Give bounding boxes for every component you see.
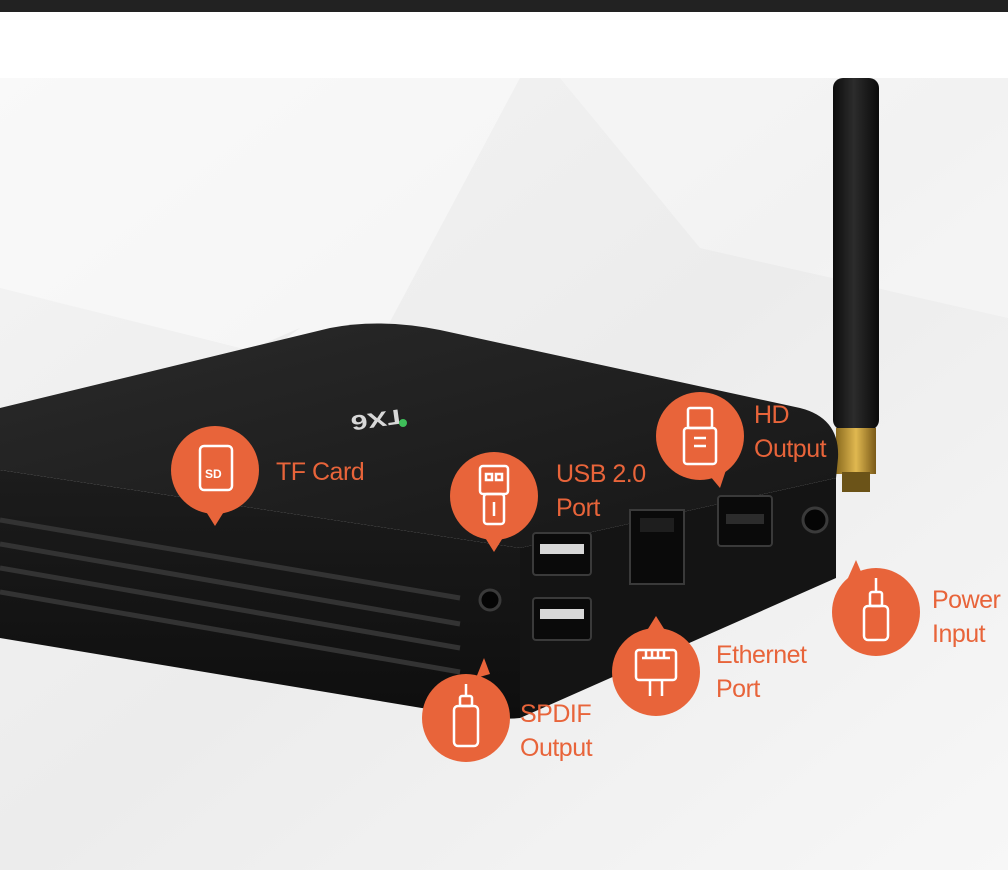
hd-label: HD Output bbox=[754, 398, 827, 466]
usb-port-upper bbox=[532, 532, 592, 576]
product-photo: TX6 SD bbox=[0, 78, 1008, 870]
power-plug-icon bbox=[862, 578, 890, 642]
tf-card-label-line: TF Card bbox=[276, 458, 365, 486]
spdif-jack bbox=[478, 588, 502, 612]
spdif-label-line-2: Output bbox=[520, 734, 593, 762]
power-jack bbox=[801, 506, 829, 534]
sd-card-icon: SD bbox=[198, 444, 234, 492]
hdmi-plug-icon bbox=[682, 406, 718, 466]
spdif-callout bbox=[422, 658, 510, 762]
ethernet-plug-icon bbox=[634, 648, 678, 696]
hd-label-line-2: Output bbox=[754, 435, 827, 463]
spdif-label: SPDIF Output bbox=[520, 697, 593, 765]
hd-label-line-1: HD bbox=[754, 401, 790, 429]
top-white-band bbox=[0, 12, 1008, 78]
top-dark-bar bbox=[0, 0, 1008, 12]
power-label-line-2: Input bbox=[932, 620, 986, 648]
box-front-side bbox=[0, 470, 520, 719]
power-label-line-1: Power bbox=[932, 586, 1001, 614]
usb-port-lower bbox=[532, 597, 592, 641]
svg-text:SD: SD bbox=[205, 467, 222, 481]
usb-plug-icon bbox=[478, 464, 510, 526]
tf-card-callout: SD bbox=[171, 426, 259, 526]
power-label: Power Input bbox=[932, 583, 1001, 651]
ethernet-callout bbox=[612, 616, 700, 716]
ethernet-label: Ethernet Port bbox=[716, 638, 807, 706]
hd-callout bbox=[656, 392, 744, 488]
ethernet-label-line-2: Port bbox=[716, 675, 760, 703]
spdif-plug-icon bbox=[452, 684, 480, 748]
tf-card-label: TF Card bbox=[276, 455, 365, 489]
wifi-antenna bbox=[833, 78, 879, 492]
vent-grooves bbox=[0, 517, 461, 675]
ethernet-port bbox=[629, 509, 685, 585]
hdmi-port bbox=[717, 495, 773, 547]
usb-label-line-1: USB 2.0 bbox=[556, 460, 646, 488]
usb-label-line-2: Port bbox=[556, 494, 600, 522]
ethernet-label-line-1: Ethernet bbox=[716, 641, 807, 669]
spdif-label-line-1: SPDIF bbox=[520, 700, 592, 728]
usb-label: USB 2.0 Port bbox=[556, 457, 646, 525]
usb-callout bbox=[450, 452, 538, 552]
power-callout bbox=[832, 560, 920, 656]
